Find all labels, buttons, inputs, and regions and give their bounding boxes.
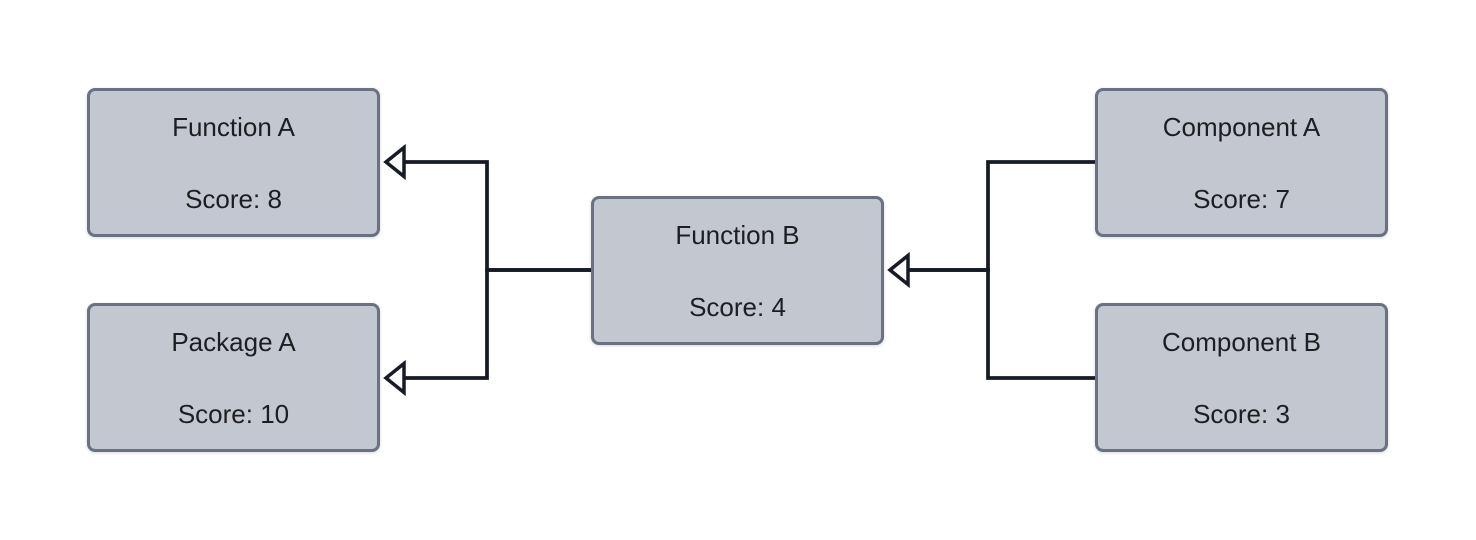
arrowhead-into-function-b <box>887 251 910 289</box>
node-title: Package A <box>171 326 296 357</box>
node-score: Score: 10 <box>177 398 290 429</box>
node-function-a: Function A Score: 8 <box>87 88 380 237</box>
node-component-b: Component B Score: 3 <box>1095 303 1388 452</box>
node-component-a: Component A Score: 7 <box>1095 88 1388 237</box>
edge-component-b-to-function-b <box>908 268 1095 380</box>
node-title: Component A <box>1162 111 1321 142</box>
arrowhead-into-package-a <box>383 359 406 397</box>
node-score: Score: 8 <box>185 183 282 214</box>
node-score: Score: 3 <box>1193 398 1290 429</box>
node-title: Function A <box>172 111 295 142</box>
edge-function-b-to-function-a <box>404 160 591 272</box>
edge-function-b-to-package-a <box>404 268 591 380</box>
edge-component-a-to-function-b <box>908 160 1095 272</box>
arrowhead-into-function-a <box>383 143 406 181</box>
node-title: Component B <box>1162 326 1321 357</box>
node-package-a: Package A Score: 10 <box>87 303 380 452</box>
node-score: Score: 4 <box>689 291 786 322</box>
node-title: Function B <box>675 219 800 250</box>
node-score: Score: 7 <box>1193 183 1290 214</box>
node-function-b: Function B Score: 4 <box>591 196 884 345</box>
